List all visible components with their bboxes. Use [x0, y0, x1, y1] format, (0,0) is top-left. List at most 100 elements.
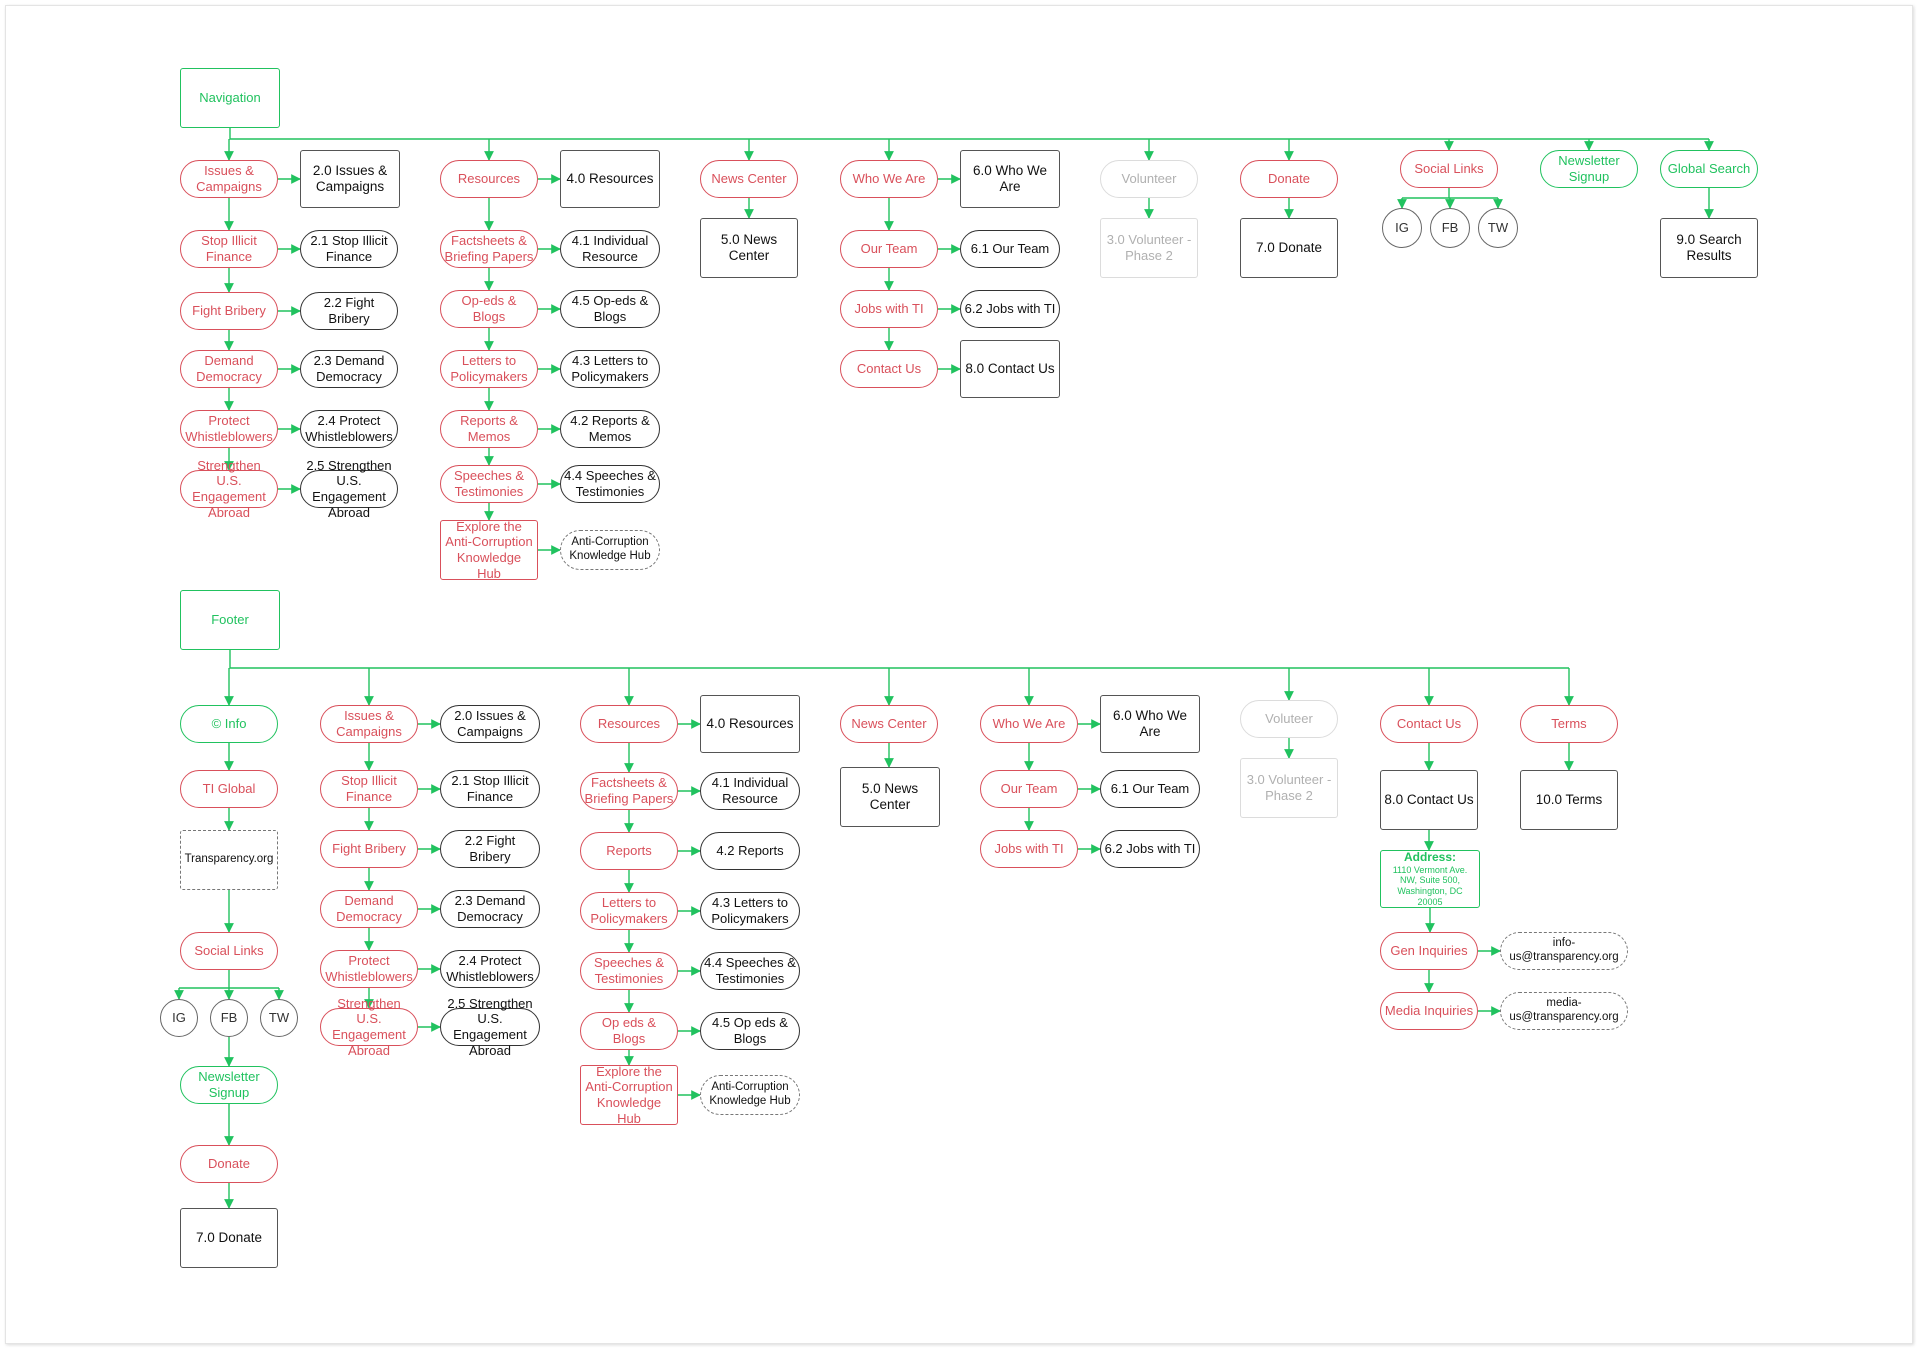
- node-f-letters: Letters to Policymakers: [580, 892, 678, 930]
- node-nav-p24: 2.4 Protect Whistleblowers: [300, 410, 398, 448]
- node-nav-protect: Protect Whistleblowers: [180, 410, 278, 448]
- node-f-p20: 2.0 Issues & Campaigns: [440, 705, 540, 743]
- node-nav-issues: Issues & Campaigns: [180, 160, 278, 198]
- node-nav-fact: Factsheets & Briefing Papers: [440, 230, 538, 268]
- node-f-p44: 4.4 Speeches & Testimonies: [700, 952, 800, 990]
- node-f-reports: Reports: [580, 832, 678, 870]
- node-f-fact: Factsheets & Briefing Papers: [580, 772, 678, 810]
- node-nav-ig: IG: [1382, 208, 1422, 248]
- node-nav-p90: 9.0 Search Results: [1660, 218, 1758, 278]
- node-f-stop: Stop Illicit Finance: [320, 770, 418, 808]
- node-f-p24: 2.4 Protect Whistleblowers: [440, 950, 540, 988]
- node-f-p62: 6.2 Jobs with TI: [1100, 830, 1200, 868]
- node-f-media: Media Inquiries: [1380, 992, 1478, 1030]
- node-nav-p30: 3.0 Volunteer - Phase 2: [1100, 218, 1198, 278]
- node-f-p70: 7.0 Donate: [180, 1208, 278, 1268]
- node-f-p50: 5.0 News Center: [840, 767, 940, 827]
- node-nav-p42: 4.2 Reports & Memos: [560, 410, 660, 448]
- node-nav-p61: 6.1 Our Team: [960, 230, 1060, 268]
- node-f-gen: Gen Inquiries: [1380, 932, 1478, 970]
- node-nav-p60: 6.0 Who We Are: [960, 150, 1060, 208]
- node-f-donate: Donate: [180, 1145, 278, 1183]
- node-f-protect: Protect Whistleblowers: [320, 950, 418, 988]
- node-f-addr: Address:1110 Vermont Ave. NW, Suite 500,…: [1380, 850, 1480, 908]
- node-nav-p22: 2.2 Fight Bribery: [300, 292, 398, 330]
- address-title: Address:: [1403, 850, 1456, 865]
- node-f-p80: 8.0 Contact Us: [1380, 770, 1478, 830]
- node-nav-search: Global Search: [1660, 150, 1758, 188]
- node-f-tw: TW: [260, 999, 298, 1037]
- connector: [229, 650, 1569, 669]
- node-f-issues: Issues & Campaigns: [320, 705, 418, 743]
- node-f-p45: 4.5 Op eds & Blogs: [700, 1012, 800, 1050]
- address-text: 1110 Vermont Ave. NW, Suite 500, Washing…: [1392, 864, 1468, 907]
- node-f-oped: Op eds & Blogs: [580, 1012, 678, 1050]
- node-nav-reports: Reports & Memos: [440, 410, 538, 448]
- node-f-demand: Demand Democracy: [320, 890, 418, 928]
- node-f-social: Social Links: [180, 932, 278, 970]
- node-f-fight: Fight Bribery: [320, 830, 418, 868]
- node-nav: Navigation: [180, 68, 280, 128]
- node-f-team: Our Team: [980, 770, 1078, 808]
- node-f-info: © Info: [180, 705, 278, 743]
- node-f-p43: 4.3 Letters to Policymakers: [700, 892, 800, 930]
- node-nav-p21: 2.1 Stop Illicit Finance: [300, 230, 398, 268]
- node-f-p30: 3.0 Volunteer - Phase 2: [1240, 758, 1338, 818]
- node-nav-stop: Stop Illicit Finance: [180, 230, 278, 268]
- node-f-contact: Contact Us: [1380, 705, 1478, 743]
- node-f-vol: Voluteer: [1240, 700, 1338, 738]
- node-nav-hub: Anti-Corruption Knowledge Hub: [560, 530, 660, 570]
- node-nav-p20: 2.0 Issues & Campaigns: [300, 150, 400, 208]
- node-nav-team: Our Team: [840, 230, 938, 268]
- node-nav-oped: Op-eds & Blogs: [440, 290, 538, 328]
- node-nav-p70: 7.0 Donate: [1240, 218, 1338, 278]
- node-nav-res: Resources: [440, 160, 538, 198]
- node-foot: Footer: [180, 590, 280, 650]
- page-frame: [5, 5, 1913, 1344]
- node-f-p23: 2.3 Demand Democracy: [440, 890, 540, 928]
- node-nav-p41: 4.1 Individual Resource: [560, 230, 660, 268]
- node-nav-donate: Donate: [1240, 160, 1338, 198]
- node-f-ig: IG: [160, 999, 198, 1037]
- node-f-transp: Transparency.org: [180, 830, 278, 890]
- node-nav-strength: Strengthen U.S. Engagement Abroad: [180, 458, 278, 520]
- node-nav-vol: Volunteer: [1100, 160, 1198, 198]
- node-nav-social: Social Links: [1400, 150, 1498, 188]
- node-nav-p62: 6.2 Jobs with TI: [960, 290, 1060, 328]
- node-nav-explore: Explore the Anti-Corruption Knowledge Hu…: [440, 519, 538, 581]
- node-f-strength: Strengthen U.S. Engagement Abroad: [320, 996, 418, 1058]
- node-nav-news: News Center: [700, 160, 798, 198]
- node-nav-letters: Letters to Policymakers: [440, 350, 538, 388]
- node-f-p41: 4.1 Individual Resource: [700, 772, 800, 810]
- node-f-p42: 4.2 Reports: [700, 832, 800, 870]
- node-f-p21: 2.1 Stop Illicit Finance: [440, 770, 540, 808]
- node-f-p22: 2.2 Fight Bribery: [440, 830, 540, 868]
- node-nav-p40: 4.0 Resources: [560, 150, 660, 208]
- connector: [229, 128, 1709, 140]
- node-nav-speech: Speeches & Testimonies: [440, 465, 538, 503]
- node-f-p61: 6.1 Our Team: [1100, 770, 1200, 808]
- node-nav-newsletter: Newsletter Signup: [1540, 150, 1638, 188]
- node-nav-p25: 2.5 Strengthen U.S. Engagement Abroad: [300, 458, 398, 520]
- node-nav-jobs: Jobs with TI: [840, 290, 938, 328]
- node-nav-p23: 2.3 Demand Democracy: [300, 350, 398, 388]
- node-nav-p50: 5.0 News Center: [700, 218, 798, 278]
- node-f-news: News Center: [840, 705, 938, 743]
- node-f-p40: 4.0 Resources: [700, 695, 800, 753]
- node-nav-demand: Demand Democracy: [180, 350, 278, 388]
- node-f-genmail: info- us@transparency.org: [1500, 932, 1628, 970]
- node-f-hub: Anti-Corruption Knowledge Hub: [700, 1075, 800, 1115]
- node-f-res: Resources: [580, 705, 678, 743]
- node-f-tiglobal: TI Global: [180, 770, 278, 808]
- node-f-newsletter: Newsletter Signup: [180, 1066, 278, 1104]
- node-nav-p45: 4.5 Op-eds & Blogs: [560, 290, 660, 328]
- node-nav-p44: 4.4 Speeches & Testimonies: [560, 465, 660, 503]
- node-nav-tw: TW: [1478, 208, 1518, 248]
- node-nav-p80: 8.0 Contact Us: [960, 340, 1060, 398]
- node-f-fb: FB: [210, 999, 248, 1037]
- node-nav-p43: 4.3 Letters to Policymakers: [560, 350, 660, 388]
- node-f-who: Who We Are: [980, 705, 1078, 743]
- node-f-explore: Explore the Anti-Corruption Knowledge Hu…: [580, 1064, 678, 1126]
